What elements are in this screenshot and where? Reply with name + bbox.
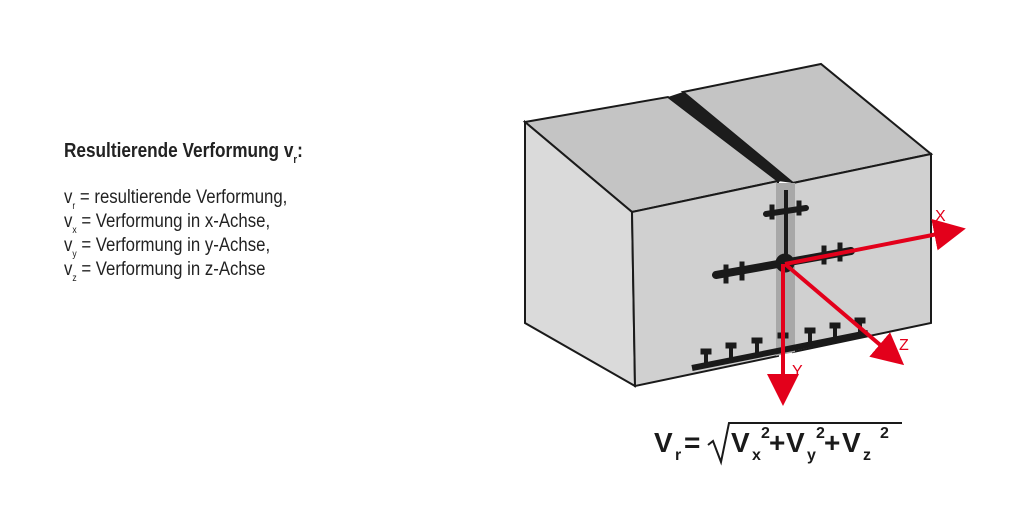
formula-plus-2: + xyxy=(824,427,840,458)
joint-top xyxy=(668,92,793,183)
legend-title: Resultierende Verformung vr: xyxy=(64,140,303,166)
sqrt-sign xyxy=(707,422,902,466)
formula-term-x: V xyxy=(731,427,750,458)
formula-plus-1: + xyxy=(769,427,785,458)
x-axis-label: X xyxy=(935,208,946,225)
formula-term-y-exp: 2 xyxy=(816,425,825,442)
legend-row-vr: vr = resultierende Verformung, xyxy=(64,186,288,212)
formula-term-x-sub: x xyxy=(752,447,761,464)
formula-term-x-exp: 2 xyxy=(761,425,770,442)
formula-lhs-sub: r xyxy=(675,447,681,464)
legend: Resultierende Verformung vr: vr = result… xyxy=(64,140,303,284)
legend-row-vx: vx = Verformung in x-Achse, xyxy=(64,210,271,236)
x-axis-arrow xyxy=(784,218,966,266)
z-axis-label: Z xyxy=(899,337,909,354)
legend-row-vy: vy = Verformung in y-Achse, xyxy=(64,234,271,260)
formula-lhs: V xyxy=(654,427,673,458)
legend-row-vz: vz = Verformung in z-Achse xyxy=(64,258,266,284)
formula-term-z-sub: z xyxy=(863,447,871,464)
block-front-left xyxy=(630,179,779,388)
formula-term-y: V xyxy=(786,427,805,458)
formula-equals: = xyxy=(684,427,700,458)
formula-term-z: V xyxy=(842,427,861,458)
z-axis-arrow xyxy=(783,262,905,366)
formula-term-z-exp: 2 xyxy=(880,425,889,442)
formula: V r = V x 2 + V y 2 + V z 2 xyxy=(654,422,902,466)
axes: X Y Z xyxy=(767,208,966,406)
formula-term-y-sub: y xyxy=(807,447,816,464)
y-axis-label: Y xyxy=(792,363,803,380)
